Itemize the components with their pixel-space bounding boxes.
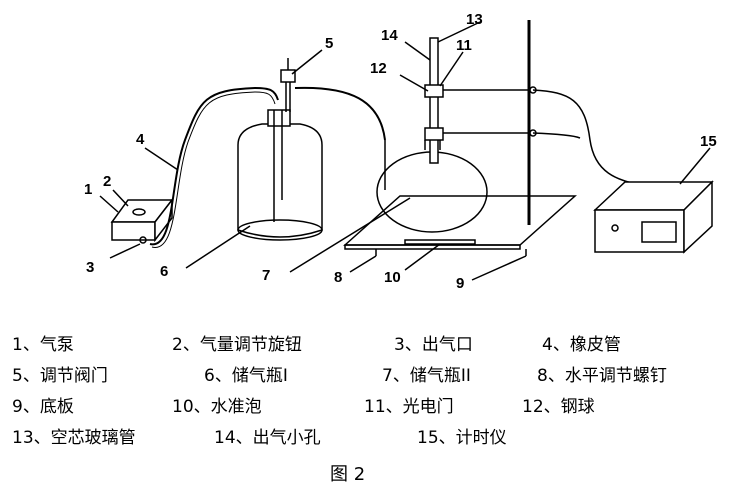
legend-item: 3、出气口 [394, 335, 473, 355]
callout: 9 [456, 275, 464, 292]
legend: 1、气泵 2、气量调节旋钮 3、出气口 4、橡皮管 5、调节阀门 6、储气瓶I … [12, 330, 737, 454]
legend-row: 13、空芯玻璃管 14、出气小孔 15、计时仪 [12, 423, 737, 454]
callout: 12 [370, 60, 387, 77]
legend-item: 2、气量调节旋钮 [172, 335, 302, 355]
callout: 7 [262, 267, 270, 284]
legend-row: 1、气泵 2、气量调节旋钮 3、出气口 4、橡皮管 [12, 330, 737, 361]
gas-outlet [139, 236, 147, 244]
legend-item: 6、储气瓶I [204, 366, 288, 386]
legend-row: 9、底板 10、水准泡 11、光电门 12、钢球 [12, 392, 737, 423]
callout: 1 [84, 181, 92, 198]
callout: 3 [86, 259, 94, 276]
callout: 10 [384, 269, 401, 286]
gas-bottle-2 [376, 140, 488, 233]
callout: 14 [381, 27, 398, 44]
figure-caption: 图 2 [330, 464, 366, 485]
callout: 8 [334, 269, 342, 286]
legend-item: 7、储气瓶II [382, 366, 471, 386]
rubber-tube [149, 86, 279, 246]
callout: 15 [700, 133, 717, 150]
legend-item: 4、橡皮管 [542, 335, 621, 355]
photogate [424, 84, 444, 98]
legend-item: 1、气泵 [12, 335, 74, 355]
legend-item: 12、钢球 [522, 397, 595, 417]
timer [593, 180, 714, 254]
callout: 13 [466, 11, 483, 28]
level-bubble [404, 239, 476, 245]
gas-flow-knob [132, 208, 146, 216]
legend-item: 13、空芯玻璃管 [12, 428, 136, 448]
apparatus-diagram: 1 2 3 4 5 6 7 8 9 10 11 12 13 14 15 [84, 11, 717, 292]
callout: 2 [103, 173, 111, 190]
callout: 11 [456, 37, 472, 54]
legend-row: 5、调节阀门 6、储气瓶I 7、储气瓶II 8、水平调节螺钉 [12, 361, 737, 392]
gas-bottle-1 [237, 58, 323, 241]
callout: 6 [160, 263, 168, 280]
legend-item: 11、光电门 [364, 397, 454, 417]
legend-item: 9、底板 [12, 397, 74, 417]
legend-item: 15、计时仪 [417, 428, 507, 448]
legend-item: 14、出气小孔 [214, 428, 321, 448]
retort-stand [527, 20, 537, 225]
legend-item: 5、调节阀门 [12, 366, 108, 386]
legend-item: 8、水平调节螺钉 [537, 366, 667, 386]
legend-item: 10、水准泡 [172, 397, 262, 417]
hollow-glass-tube [424, 37, 530, 164]
regulating-valve [280, 69, 296, 83]
callout: 4 [136, 131, 145, 148]
callout: 5 [325, 35, 333, 52]
